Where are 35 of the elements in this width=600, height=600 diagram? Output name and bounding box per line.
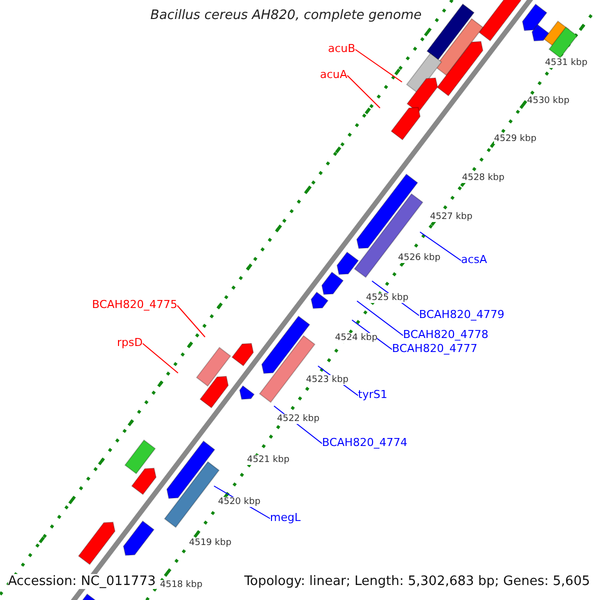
tick-label: 4530 kbp — [527, 96, 570, 106]
leader-line — [354, 49, 402, 82]
leader-line — [142, 343, 178, 374]
tick-label: 4521 kbp — [247, 455, 290, 465]
tick-label: 4531 kbp — [545, 58, 588, 68]
gene-label: acuB — [328, 42, 356, 55]
leader-line — [352, 320, 392, 350]
tick-label: 4519 kbp — [189, 538, 232, 548]
tick-label: 4525 kbp — [366, 293, 408, 303]
tick-label: 4523 kbp — [306, 375, 348, 385]
tick-label: 4526 kbp — [398, 253, 440, 263]
accession-text: Accession: NC_011773 — [8, 574, 156, 589]
tick-label: 4524 kbp — [335, 333, 378, 343]
leader-line — [356, 300, 404, 336]
tick-label: 4518 kbp — [160, 580, 202, 590]
gene-label: BCAH820_4778 — [403, 328, 488, 341]
leader-line — [420, 232, 462, 261]
genome-stats-text: Topology: linear; Length: 5,302,683 bp; Genes: 5,605 — [244, 574, 590, 589]
gene-label: acuA — [320, 68, 348, 81]
tick-label: 4527 kbp — [430, 212, 472, 222]
tick-label: 4522 kbp — [277, 414, 320, 424]
gene-label: acsA — [461, 253, 488, 266]
tick-label: 4529 kbp — [494, 134, 536, 144]
leader-line — [176, 305, 206, 338]
leader-line — [346, 75, 380, 108]
gene-label: BCAH820_4774 — [322, 436, 408, 449]
gene-label: tyrS1 — [358, 388, 388, 401]
gene-label: BCAH820_4777 — [392, 342, 478, 355]
tick-label: 4528 kbp — [462, 173, 504, 183]
gene-label: rpsD — [117, 336, 143, 349]
gene-label: BCAH820_4775 — [92, 298, 178, 311]
gene-label: BCAH820_4779 — [419, 308, 504, 321]
title: Bacillus cereus AH820, complete genome — [149, 8, 423, 23]
tick-label: 4520 kbp — [218, 497, 260, 507]
gene-label: megL — [270, 511, 301, 524]
